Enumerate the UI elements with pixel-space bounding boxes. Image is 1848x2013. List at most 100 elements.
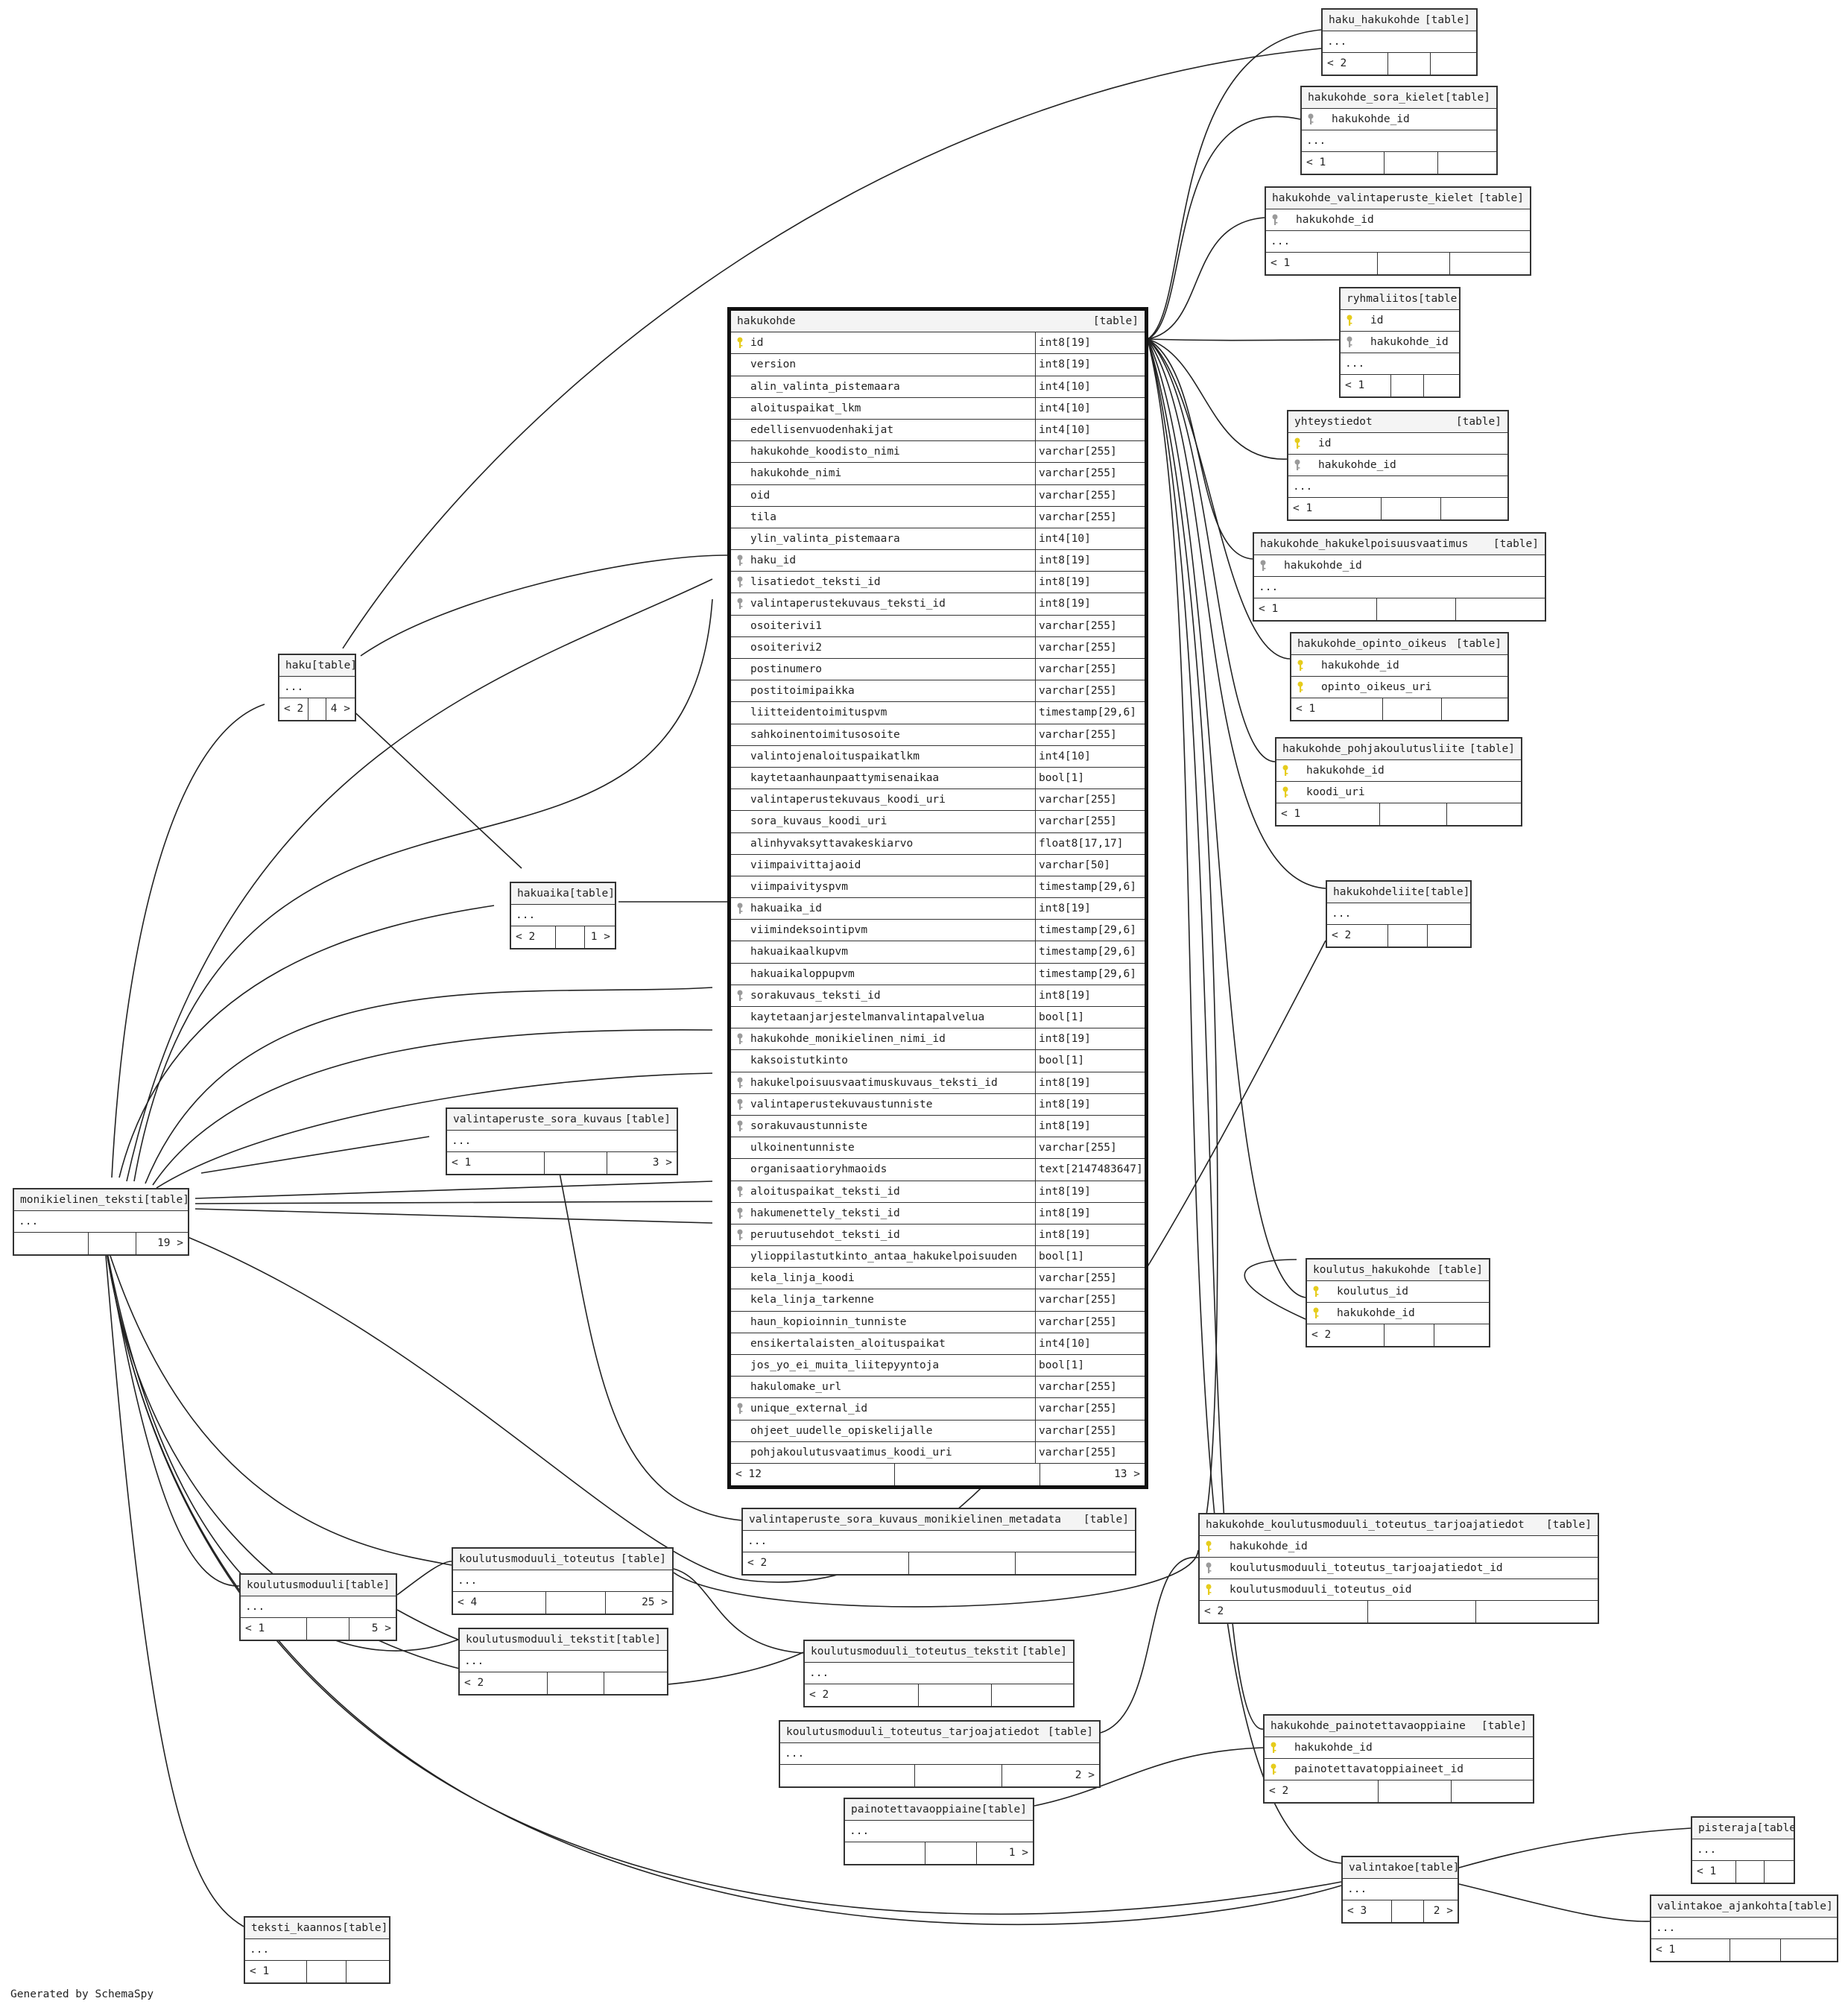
parents-count[interactable]: < 2 <box>1265 1780 1379 1802</box>
table-painotettavaoppiaine[interactable]: painotettavaoppiaine[table]...1 > <box>844 1798 1034 1865</box>
parents-count[interactable]: < 1 <box>1254 598 1377 620</box>
children-count[interactable]: 13 > <box>1114 1467 1140 1480</box>
parents-count[interactable]: < 1 <box>1266 253 1378 274</box>
table-vsk-meta[interactable]: valintaperuste_sora_kuvaus_monikielinen_… <box>741 1508 1136 1576</box>
table-koulutusmoduuli-toteutus-tarjoajatiedot[interactable]: koulutusmoduuli_toteutus_tarjoajatiedot[… <box>779 1720 1101 1788</box>
children-count[interactable] <box>1456 598 1545 620</box>
children-count[interactable]: 19 > <box>157 1237 183 1249</box>
table-pisteraja[interactable]: pisteraja[table]...< 1 <box>1691 1816 1795 1884</box>
table-name: painotettavaoppiaine <box>851 1804 981 1816</box>
children-count[interactable] <box>1781 1939 1837 1961</box>
column-name: unique_external_id <box>731 1398 1036 1420</box>
parents-count[interactable]: < 2 <box>460 1672 548 1694</box>
children-count[interactable]: 25 > <box>642 1596 668 1608</box>
table-teksti-kaannos[interactable]: teksti_kaannos[table]...< 1 <box>244 1916 390 1984</box>
parents-count[interactable] <box>845 1842 925 1864</box>
column-name: koulutus_id <box>1337 1286 1409 1298</box>
children-count[interactable] <box>1447 803 1521 825</box>
parents-count[interactable]: < 1 <box>1291 698 1383 720</box>
parents-count[interactable]: < 1 <box>1288 498 1382 519</box>
column-name: opinto_oikeus_uri <box>1321 681 1432 693</box>
children-count[interactable] <box>346 1961 389 1982</box>
column-name: organisaatioryhmaoids <box>731 1159 1036 1181</box>
parents-count[interactable]: < 3 <box>1343 1900 1392 1922</box>
table-koulutusmoduuli-tekstit[interactable]: koulutusmoduuli_tekstit[table]...< 2 <box>458 1628 668 1696</box>
table-koulutusmoduuli-toteutus-tekstit[interactable]: koulutusmoduuli_toteutus_tekstit[table].… <box>803 1640 1075 1707</box>
children-count[interactable] <box>1434 1324 1489 1346</box>
children-count[interactable]: 3 > <box>652 1157 672 1169</box>
children-count[interactable] <box>992 1684 1073 1706</box>
parents-count[interactable]: < 2 <box>1327 925 1388 947</box>
table-hakukohde-opinto-oikeus[interactable]: hakukohde_opinto_oikeus[table]hakukohde_… <box>1290 632 1509 721</box>
parents-count[interactable]: < 2 <box>279 698 309 720</box>
parents-count[interactable]: < 2 <box>805 1684 919 1706</box>
children-count[interactable] <box>1476 1601 1598 1622</box>
table-footer: < 1 5 > <box>241 1618 396 1640</box>
table-hakukohde-sora-kielet[interactable]: hakukohde_sora_kielet[table]hakukohde_id… <box>1300 86 1498 175</box>
children-count[interactable] <box>1431 53 1476 75</box>
parents-count[interactable] <box>14 1233 89 1254</box>
children-count[interactable] <box>1428 925 1470 947</box>
table-hakukohde-hakukelpoisuusvaatimus[interactable]: hakukohde_hakukelpoisuusvaatimus[table]h… <box>1253 532 1546 622</box>
parents-count[interactable]: < 2 <box>1200 1601 1368 1622</box>
parents-count[interactable]: < 1 <box>447 1152 545 1174</box>
children-count[interactable] <box>604 1672 667 1694</box>
parents-count[interactable]: < 1 <box>1651 1939 1730 1961</box>
children-count[interactable]: 1 > <box>590 931 610 943</box>
children-count[interactable] <box>1452 1780 1533 1802</box>
column-name: haku_id <box>731 550 1036 572</box>
table-hakukohde-pohjakoulutusliite[interactable]: hakukohde_pohjakoulutusliite[table]hakuk… <box>1275 737 1522 827</box>
parents-count[interactable]: < 4 <box>453 1592 546 1614</box>
parents-count[interactable]: < 2 <box>1323 53 1388 75</box>
table-valintakoe-ajankohta[interactable]: valintakoe_ajankohta[table]...< 1 <box>1650 1895 1838 1962</box>
table-monikielinen-teksti[interactable]: monikielinen_teksti[table]...19 > <box>13 1188 189 1256</box>
parents-count[interactable]: < 1 <box>1276 803 1380 825</box>
parents-count[interactable]: < 1 <box>1341 375 1391 396</box>
parents-count[interactable]: < 12 <box>731 1463 895 1486</box>
table-name: haku <box>285 660 311 671</box>
table-hakukohde-painotettavaoppiaine[interactable]: hakukohde_painotettavaoppiaine[table]hak… <box>1263 1714 1534 1804</box>
children-count[interactable] <box>1441 498 1507 519</box>
children-count[interactable] <box>1016 1552 1135 1574</box>
children-count[interactable] <box>1438 152 1496 174</box>
parents-count[interactable]: < 2 <box>1307 1324 1385 1346</box>
parents-count[interactable]: < 1 <box>241 1618 307 1640</box>
parents-count[interactable]: < 1 <box>245 1961 307 1982</box>
parents-count[interactable]: < 1 <box>1692 1861 1736 1883</box>
children-count[interactable]: 2 > <box>1075 1769 1095 1781</box>
parents-count[interactable]: < 2 <box>743 1552 909 1574</box>
parents-count[interactable]: < 2 <box>511 926 556 948</box>
children-count[interactable] <box>1442 698 1507 720</box>
parents-count[interactable] <box>780 1765 915 1786</box>
children-count[interactable]: 1 > <box>1008 1847 1028 1859</box>
children-count[interactable]: 2 > <box>1433 1905 1453 1917</box>
table-hakukohde-valintaperuste-kielet[interactable]: hakukohde_valintaperuste_kielet[table]ha… <box>1265 186 1531 276</box>
column-type: varchar[255] <box>1039 641 1117 654</box>
column-name: hakukohde_monikielinen_nimi_id <box>731 1028 1036 1050</box>
table-hk-km-tarjoaja[interactable]: hakukohde_koulutusmoduuli_toteutus_tarjo… <box>1198 1513 1599 1624</box>
children-count[interactable] <box>1424 375 1459 396</box>
children-count[interactable]: 5 > <box>371 1622 391 1634</box>
column-name: hakukohde_koodisto_nimi <box>731 441 1036 463</box>
children-count[interactable] <box>1450 253 1530 274</box>
table-haku-hakukohde[interactable]: haku_hakukohde[table]...< 2 <box>1321 8 1478 76</box>
children-count[interactable]: 4 > <box>330 703 350 715</box>
table-hakukohdeliite[interactable]: hakukohdeliite[table]...< 2 <box>1326 880 1472 948</box>
table-name: hakukohde_hakukelpoisuusvaatimus <box>1260 538 1469 550</box>
children-count[interactable] <box>1765 1861 1794 1883</box>
parents-count[interactable]: < 1 <box>1302 152 1385 174</box>
